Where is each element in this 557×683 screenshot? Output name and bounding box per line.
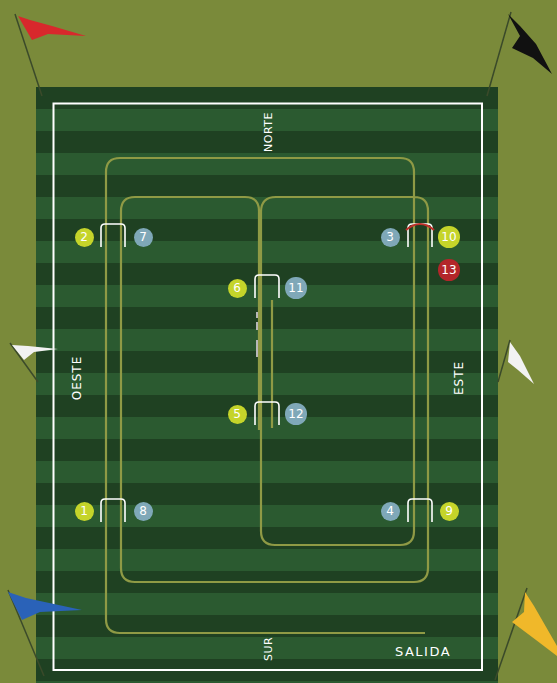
center-stake bbox=[256, 312, 258, 357]
number-text: 11 bbox=[288, 282, 303, 294]
ball-number: 7 bbox=[134, 228, 153, 247]
start-label: SALIDA bbox=[395, 645, 451, 658]
number-text: 7 bbox=[139, 231, 147, 243]
ball-number: 5 bbox=[228, 405, 247, 424]
lawn bbox=[36, 87, 498, 683]
ball-number: 13 bbox=[438, 259, 459, 280]
ball-number: 11 bbox=[285, 277, 306, 298]
number-text: 12 bbox=[288, 408, 303, 420]
number-text: 13 bbox=[441, 264, 456, 276]
ball-number: 2 bbox=[75, 228, 94, 247]
ball-number: 12 bbox=[285, 403, 306, 424]
number-text: 5 bbox=[233, 408, 241, 420]
ball-number: 8 bbox=[134, 502, 153, 521]
direction-label: NORTE bbox=[263, 112, 274, 152]
number-text: 1 bbox=[80, 505, 88, 517]
ball-number: 4 bbox=[381, 502, 400, 521]
hoop bbox=[101, 224, 432, 522]
number-text: 6 bbox=[233, 282, 241, 294]
corner-flags bbox=[8, 12, 557, 680]
boundary-line bbox=[54, 104, 483, 671]
red-hoop-marker bbox=[406, 224, 434, 230]
ball-number: 10 bbox=[438, 226, 459, 247]
direction-label: SUR bbox=[263, 637, 274, 661]
number-text: 2 bbox=[80, 231, 88, 243]
ball-number: 3 bbox=[381, 228, 400, 247]
direction-label: ESTE bbox=[453, 361, 465, 395]
number-text: 10 bbox=[441, 231, 456, 243]
ball-number: 6 bbox=[228, 279, 247, 298]
ball-number: 1 bbox=[75, 502, 94, 521]
number-text: 8 bbox=[139, 505, 147, 517]
direction-label: OESTE bbox=[71, 356, 83, 401]
ball-number: 9 bbox=[440, 502, 459, 521]
number-text: 4 bbox=[386, 505, 394, 517]
course-path bbox=[106, 158, 428, 633]
number-text: 9 bbox=[445, 505, 453, 517]
number-text: 3 bbox=[386, 231, 394, 243]
